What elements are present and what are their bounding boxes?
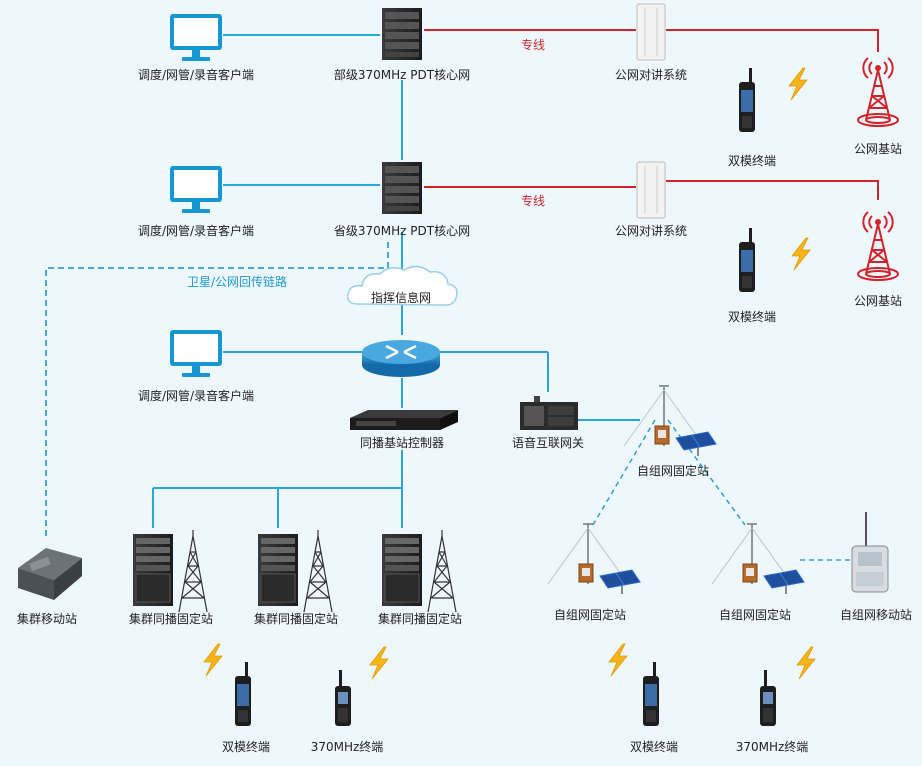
adhoc-fixed-label: 自组网固定站 <box>636 464 710 478</box>
trunk-mobile-label: 集群移动站 <box>16 612 78 626</box>
cloud-icon <box>346 265 458 306</box>
signal-bolt-icon <box>608 643 628 677</box>
dual-terminal-label: 双模终端 <box>221 740 271 754</box>
terminal-370-label: 370MHz终端 <box>310 740 384 754</box>
talk-cabinet-icon <box>636 3 666 61</box>
public-bs-label: 公网基站 <box>853 142 903 156</box>
controller-icon <box>350 410 458 430</box>
dual-terminal-label: 双模终端 <box>727 154 777 168</box>
signal-bolt-icon <box>788 67 808 101</box>
simulcast-station-label: 集群同播固定站 <box>128 612 214 626</box>
talk-system-label: 公网对讲系统 <box>614 68 688 82</box>
talk-system-label: 公网对讲系统 <box>614 224 688 238</box>
dual-mode-phone-icon <box>739 228 755 292</box>
client-label: 调度/网管/录音客户端 <box>137 389 255 403</box>
core-network-label: 部级370MHz PDT核心网 <box>333 68 471 82</box>
lattice-tower-icon <box>303 529 333 613</box>
signal-bolt-icon <box>791 237 811 271</box>
talk-cabinet-icon <box>636 161 666 219</box>
simulcast-station-label: 集群同播固定站 <box>253 612 339 626</box>
client-monitor-icon <box>170 330 222 377</box>
simulcast-rack-icon <box>381 533 423 607</box>
client-monitor-icon <box>170 14 222 61</box>
adhoc-station-icon <box>547 523 641 595</box>
dedicated-line-label: 专线 <box>520 194 546 208</box>
dual-mode-phone-icon <box>643 662 659 726</box>
dedicated-line-label: 专线 <box>520 38 546 52</box>
gateway-icon <box>520 396 578 430</box>
core-network-label: 省级370MHz PDT核心网 <box>333 224 471 238</box>
backhaul-label: 卫星/公网回传链路 <box>186 275 288 289</box>
simulcast-rack-icon <box>257 533 299 607</box>
dedicated-links <box>424 29 879 200</box>
adhoc-mobile-label: 自组网移动站 <box>839 608 913 622</box>
dual-terminal-label: 双模终端 <box>727 310 777 324</box>
terminal-370-label: 370MHz终端 <box>735 740 809 754</box>
core-rack-icon <box>382 8 422 60</box>
radio-370-icon <box>760 670 776 726</box>
signal-bolt-icon <box>203 643 223 677</box>
radio-370-icon <box>335 670 351 726</box>
trunk-mobile-icon <box>18 548 82 600</box>
dual-mode-phone-icon <box>739 68 755 132</box>
core-rack-icon <box>382 162 422 214</box>
lattice-tower-icon <box>427 529 457 613</box>
cloud-label: 指挥信息网 <box>370 291 432 305</box>
client-label: 调度/网管/录音客户端 <box>137 68 255 82</box>
dual-terminal-label: 双模终端 <box>629 740 679 754</box>
client-label: 调度/网管/录音客户端 <box>137 224 255 238</box>
adhoc-fixed-label: 自组网固定站 <box>553 608 627 622</box>
public-bs-label: 公网基站 <box>853 294 903 308</box>
router-icon <box>362 340 440 377</box>
lattice-tower-icon <box>178 529 208 613</box>
simulcast-station-label: 集群同播固定站 <box>377 612 463 626</box>
client-monitor-icon <box>170 166 222 213</box>
signal-bolt-icon <box>796 646 816 680</box>
public-tower-icon <box>857 57 899 127</box>
public-tower-icon <box>857 211 899 281</box>
adhoc-mobile-icon <box>851 512 889 593</box>
primary-links <box>152 34 640 528</box>
controller-label: 同播基站控制器 <box>359 436 445 450</box>
backhaul-link <box>45 242 389 540</box>
adhoc-station-icon <box>711 523 805 595</box>
simulcast-rack-icon <box>132 533 174 607</box>
adhoc-links <box>592 419 856 561</box>
adhoc-fixed-label: 自组网固定站 <box>718 608 792 622</box>
dual-mode-phone-icon <box>235 662 251 726</box>
gateway-label: 语音互联网关 <box>511 436 585 450</box>
signal-bolt-icon <box>369 646 389 680</box>
